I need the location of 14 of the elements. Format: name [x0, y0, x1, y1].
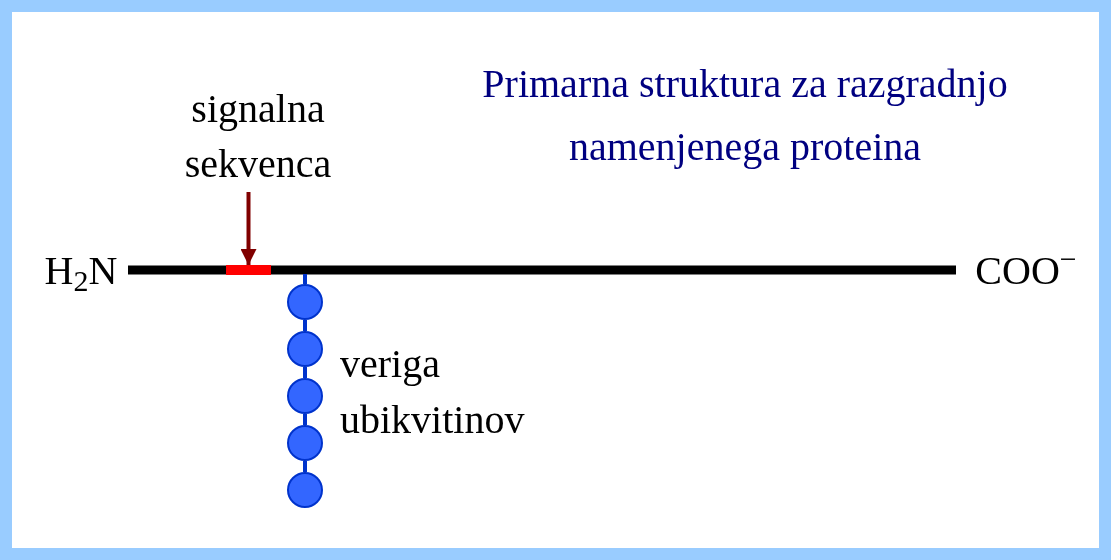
link-line — [303, 461, 307, 472]
protein-chain — [271, 265, 956, 275]
signal-segment — [226, 265, 271, 275]
link-line — [303, 414, 307, 425]
title: Primarna struktura za razgradnjo namenjenega proteina — [481, 60, 1009, 171]
node-label: signalna sekvenca — [183, 85, 333, 188]
link-line — [303, 274, 307, 284]
chain-label: veriga ubikvitinov — [340, 340, 526, 444]
link-line — [303, 367, 307, 378]
node-label: H$_{2}$N — [44, 246, 118, 298]
link-line — [303, 320, 307, 331]
protein-chain — [128, 265, 226, 275]
node-label: COO$^{−}$ — [975, 242, 1077, 295]
arrow — [240, 192, 257, 265]
